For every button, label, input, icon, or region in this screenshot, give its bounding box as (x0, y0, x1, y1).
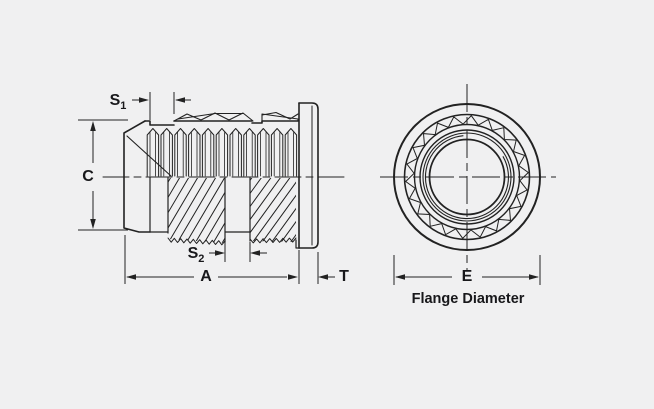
side-view (102, 102, 346, 249)
dimension-t (298, 250, 335, 284)
dim-label-s2: S2 (187, 245, 205, 265)
dimension-c (78, 119, 128, 231)
dim-label-s1-letter: S (109, 92, 121, 109)
dim-label-s2-subscript: 2 (198, 253, 205, 265)
knurl-band-1 (168, 178, 225, 243)
dim-label-e: E (461, 268, 473, 285)
end-view (380, 84, 556, 285)
knurl-bottom-teeth (167, 237, 297, 246)
dim-label-a: A (200, 268, 212, 285)
entry-taper-line (126, 135, 172, 177)
knurl-ring-zigzag (404, 114, 530, 240)
thread-major-arc (424, 135, 510, 220)
dim-label-s1-subscript: 1 (120, 100, 127, 112)
dimension-a (124, 235, 298, 284)
side-view-outline (123, 102, 319, 249)
dimensions-side-view (78, 92, 335, 284)
dim-label-s1: S1 (109, 92, 127, 112)
thread-pattern (146, 128, 298, 177)
dim-label-s2-letter: S (187, 245, 199, 262)
top-vane-pattern (173, 111, 299, 122)
dimension-e (393, 255, 541, 285)
dim-label-c: C (82, 168, 94, 185)
dimension-s1 (132, 92, 191, 120)
flange-diameter-caption: Flange Diameter (411, 291, 525, 307)
knurl-band-2 (250, 178, 296, 242)
dim-label-t: T (339, 268, 349, 285)
dimension-s2 (209, 234, 267, 262)
end-view-centerlines (380, 84, 556, 271)
